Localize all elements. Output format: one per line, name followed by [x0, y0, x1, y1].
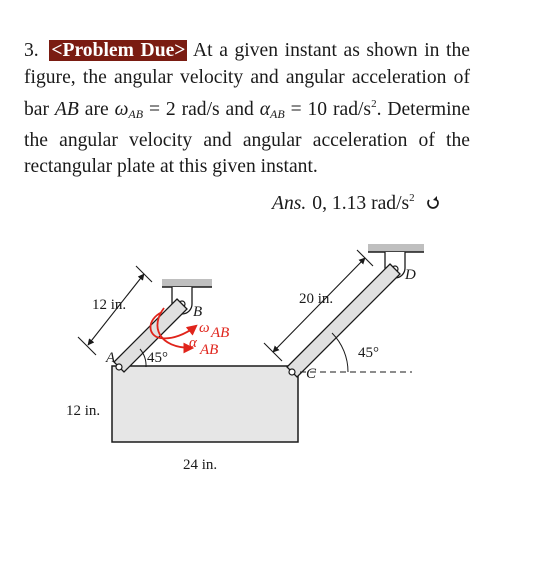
counterclockwise-arrow-icon	[426, 196, 439, 209]
omega-subscript: AB	[128, 107, 144, 121]
bar-ab-name: AB	[54, 99, 79, 120]
answer-line: Ans.0, 1.13 rad/s2	[272, 192, 440, 215]
label-angle-c: 45°	[358, 345, 379, 361]
alpha-arrow	[156, 307, 195, 354]
angle-arc-c	[331, 332, 349, 373]
angle-arc-a	[139, 348, 147, 368]
label-alpha-sub: AB	[199, 342, 218, 358]
dimension-bar-cd	[263, 249, 374, 362]
answer-exponent: 2	[409, 192, 415, 204]
problem-due-badge: <Problem Due>	[49, 40, 188, 61]
label-plate-height: 12 in.	[66, 403, 100, 419]
omega-symbol: ω	[114, 99, 129, 120]
omega-arrow	[149, 311, 198, 340]
label-angle-a: 45°	[147, 350, 168, 366]
label-omega: ω	[199, 320, 210, 336]
label-d: D	[404, 267, 416, 283]
label-b: B	[193, 304, 202, 320]
label-alpha: α	[189, 335, 198, 351]
problem-statement: 3. <Problem Due> At a given instant as s…	[24, 38, 470, 181]
label-c: C	[306, 366, 317, 382]
omega-value: = 2 rad/s and	[148, 99, 254, 120]
label-plate-width: 24 in.	[183, 457, 217, 473]
answer-value: 0, 1.13 rad/s	[312, 193, 410, 214]
label-bar-cd-length: 20 in.	[299, 291, 333, 307]
problem-text-2: are	[84, 99, 109, 120]
problem-text-3: . Determine the angular velocity and ang…	[24, 99, 471, 177]
problem-number: 3.	[24, 40, 39, 61]
label-a: A	[105, 350, 116, 366]
alpha-symbol: α	[259, 99, 271, 120]
label-omega-sub: AB	[210, 325, 229, 341]
answer-label: Ans.	[272, 193, 307, 214]
alpha-subscript: AB	[270, 107, 285, 121]
problem-text-1: At a given instant as shown in the figur…	[24, 40, 470, 120]
dimension-bar-ab	[77, 265, 153, 356]
rectangular-plate	[111, 365, 299, 443]
alpha-value: = 10 rad/s	[290, 99, 372, 120]
alpha-exponent: 2	[371, 98, 377, 110]
label-bar-ab-length: 12 in.	[92, 297, 126, 313]
angular-motion-arrows	[149, 307, 198, 354]
